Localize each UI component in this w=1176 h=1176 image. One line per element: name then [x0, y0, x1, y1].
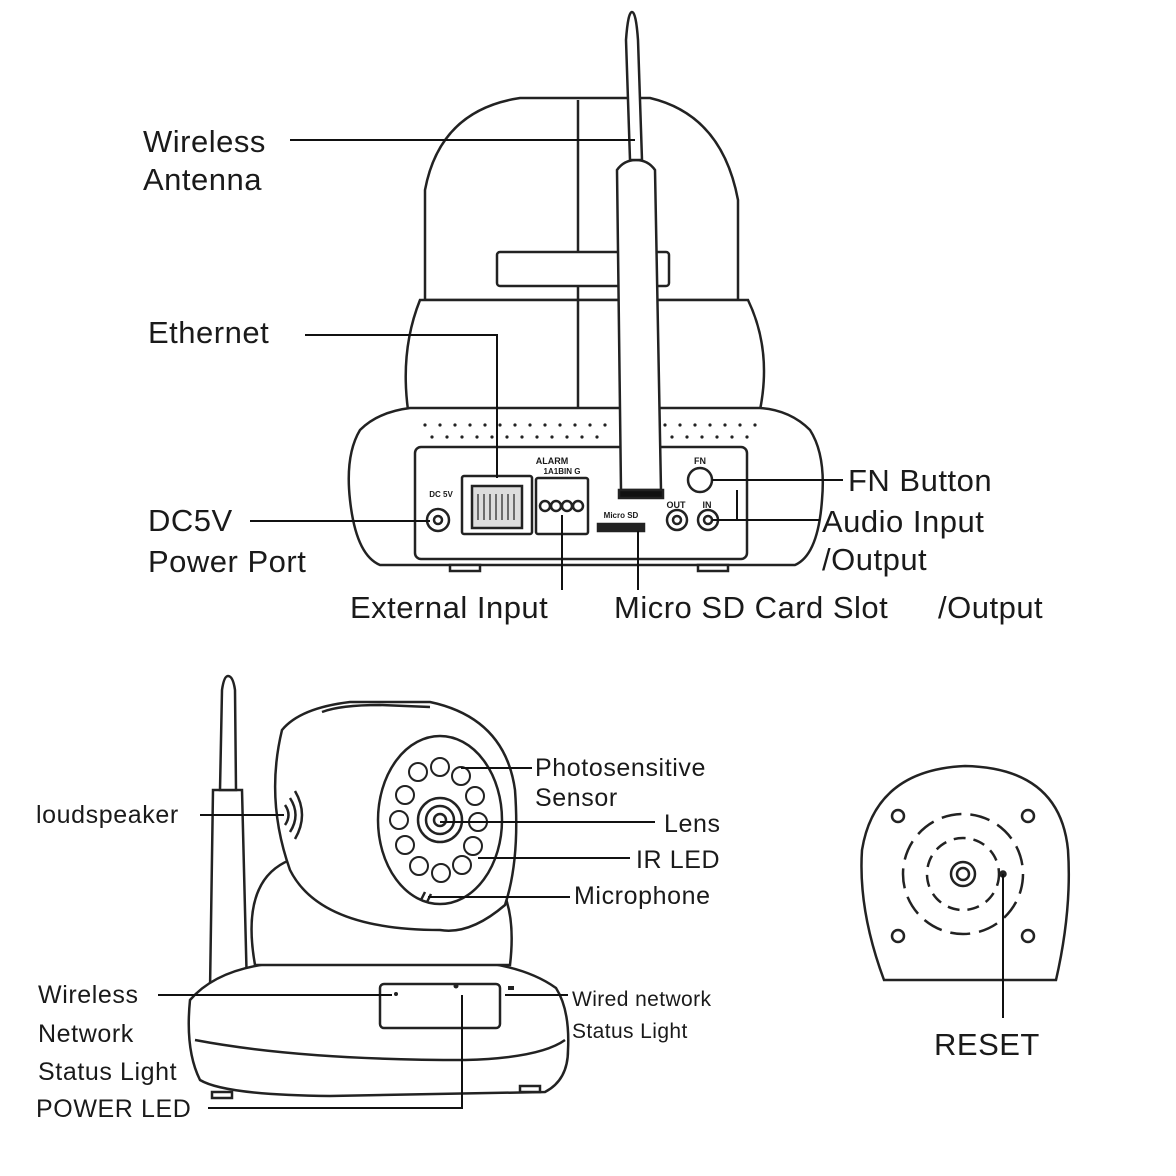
label-sensor: Sensor: [535, 784, 618, 812]
label-audio-input: Audio Input: [822, 504, 984, 539]
micro-sd-panel-label: Micro SD: [604, 511, 639, 520]
label-ethernet: Ethernet: [148, 315, 269, 350]
label-status-light: Status Light: [38, 1058, 177, 1086]
fn-panel-label: FN: [694, 456, 706, 466]
label-dc5v: DC5V: [148, 503, 233, 538]
rear-callout-lines: [250, 139, 843, 590]
label-wireless-antenna-2: Antenna: [143, 162, 262, 197]
label-reset: RESET: [934, 1027, 1040, 1062]
underside-drawing: [860, 764, 1071, 982]
label-microphone: Microphone: [574, 882, 711, 910]
label-wired-status-light: Status Light: [572, 1020, 688, 1043]
label-micro-sd-slot: Micro SD Card Slot: [614, 590, 888, 625]
front-view-drawing: [187, 674, 570, 1100]
label-fn-button: FN Button: [848, 463, 992, 498]
label-wireless-antenna: Wireless: [143, 124, 266, 159]
front-callout-lines: [158, 767, 655, 1109]
label-output-extra: /Output: [938, 590, 1043, 625]
label-network: Network: [38, 1020, 134, 1048]
label-ir-led: IR LED: [636, 846, 720, 874]
label-loudspeaker: loudspeaker: [36, 801, 179, 829]
label-power-port: Power Port: [148, 544, 306, 579]
label-wireless: Wireless: [38, 981, 139, 1009]
dc-panel-label: DC 5V: [429, 490, 453, 499]
label-photosensitive: Photosensitive: [535, 754, 706, 782]
in-panel-label: IN: [703, 500, 712, 510]
label-wired-network: Wired network: [572, 988, 712, 1011]
label-audio-output: /Output: [822, 542, 927, 577]
wireless-antenna-icon: [615, 10, 665, 500]
alarm-pins-label: 1A1BIN G: [544, 467, 581, 476]
label-power-led: POWER LED: [36, 1095, 191, 1123]
label-lens: Lens: [664, 810, 721, 838]
front-status-icons: [394, 983, 514, 996]
label-external-input: External Input: [350, 590, 548, 625]
out-panel-label: OUT: [667, 500, 687, 510]
alarm-panel-label: ALARM: [536, 456, 569, 466]
